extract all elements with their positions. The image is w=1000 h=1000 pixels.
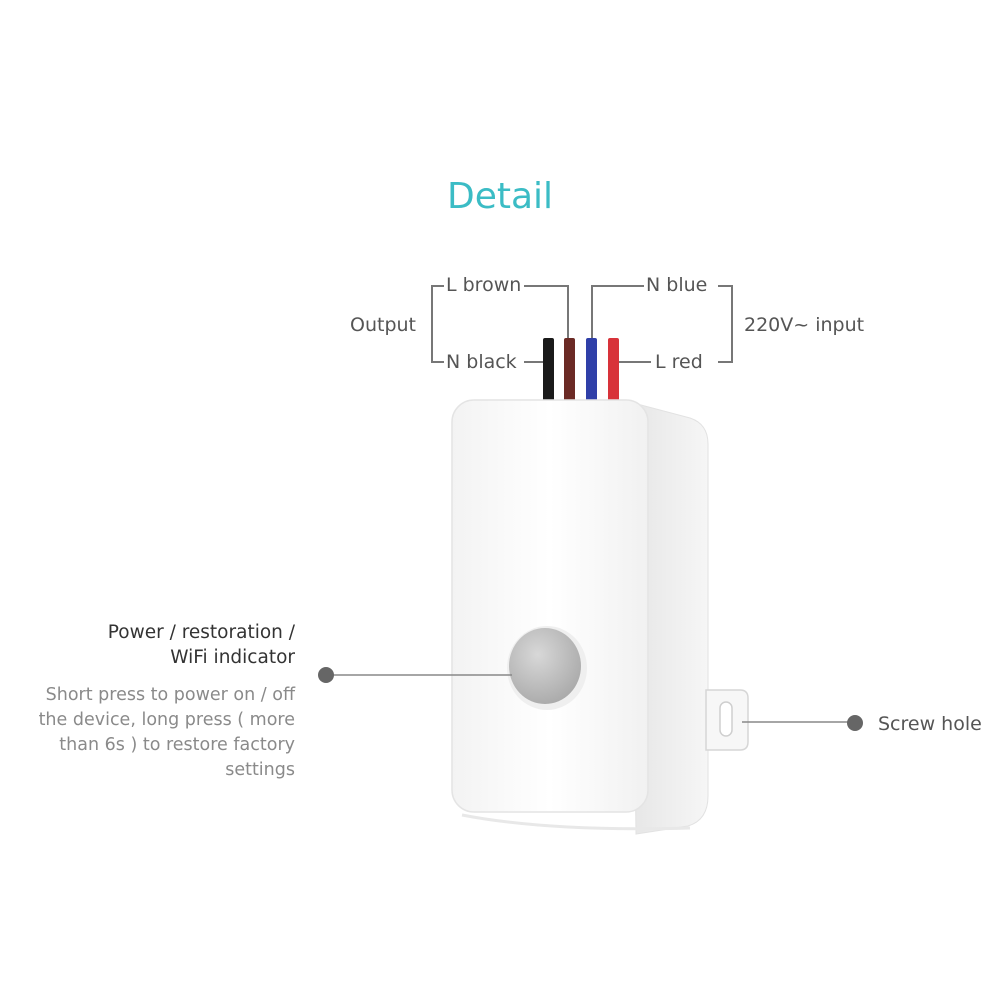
input-bracket (718, 285, 733, 363)
wire-red (608, 338, 619, 404)
label-l-red: L red (655, 351, 703, 373)
power-desc-line-3: than 6s ) to restore factory (59, 735, 295, 755)
screw-callout-dot (847, 715, 863, 731)
power-indicator-description: Short press to power on / off the device… (0, 683, 295, 783)
wire-label-brackets (431, 285, 733, 363)
blue-leader-line (591, 285, 644, 345)
label-output: Output (350, 314, 416, 336)
brown-leader-line (524, 285, 569, 345)
label-220v-input: 220V~ input (744, 314, 865, 336)
power-desc-line-2: the device, long press ( more (38, 710, 295, 730)
power-indicator-title: Power / restoration / WiFi indicator (0, 620, 295, 670)
label-l-brown: L brown (446, 274, 522, 296)
page-title: Detail (446, 176, 554, 217)
wires (543, 338, 619, 404)
wire-brown (564, 338, 575, 404)
power-title-line-1: Power / restoration / (107, 622, 295, 643)
screw-hole-icon (719, 701, 733, 737)
device-front (451, 399, 649, 813)
wire-black (543, 338, 554, 404)
label-n-blue: N blue (646, 274, 708, 296)
callout-lines (318, 667, 863, 731)
device-side (629, 401, 709, 835)
output-bracket (431, 285, 444, 363)
screw-hole-label: Screw hole (878, 713, 982, 735)
power-title-line-2: WiFi indicator (170, 647, 295, 668)
label-n-black: N black (446, 351, 517, 373)
switch-device (451, 399, 749, 835)
power-desc-line-4: settings (225, 760, 295, 780)
power-callout-dot (318, 667, 334, 683)
wire-blue (586, 338, 597, 404)
device-base-shadow (461, 813, 691, 831)
power-button (509, 628, 581, 704)
power-desc-line-1: Short press to power on / off (45, 685, 295, 705)
